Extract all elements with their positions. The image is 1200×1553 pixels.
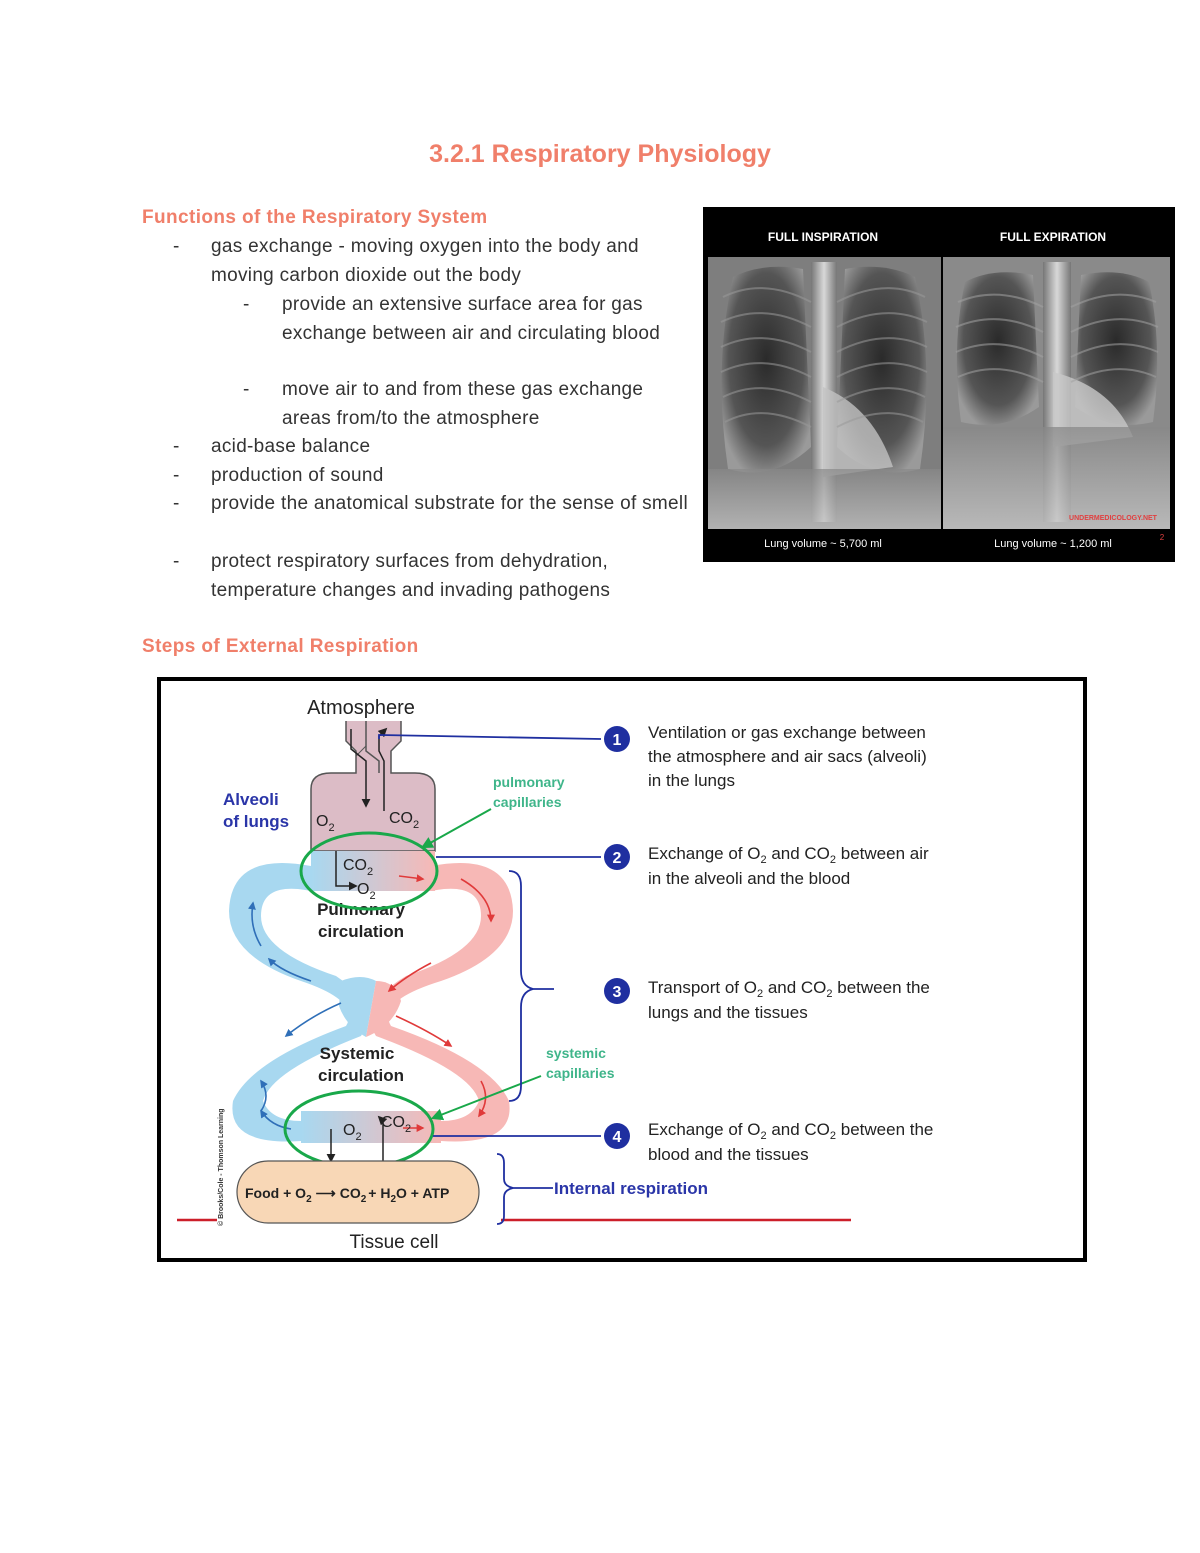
- step-1-line2: the atmosphere and air sacs (alveoli): [648, 747, 927, 766]
- food-equation: Food + O2⟶CO2+ H2O + ATP: [245, 1185, 449, 1205]
- step-number: 4: [613, 1129, 622, 1146]
- step-number-badge: [604, 844, 630, 870]
- pulmonary-capillary-bar: [311, 851, 435, 891]
- tissue-cell-label: Tissue cell: [349, 1232, 438, 1253]
- pulmonary-green-ring: [299, 831, 439, 911]
- list-item: - gas exchange - moving oxygen into the …: [173, 233, 693, 290]
- xray-watermark: UNDERMEDICOLOGY.NET: [1069, 515, 1158, 522]
- step-number: 1: [613, 732, 622, 749]
- systemic-circulation-line2: circulation: [318, 1066, 404, 1085]
- co2-label-alveolus: CO2: [389, 810, 419, 831]
- diagram-svg: Atmosphere O2 CO2 Alveoli of lungs pulmo…: [177, 697, 933, 1253]
- step-3: 3 Transport of O2 and CO2 between the lu…: [604, 978, 930, 1022]
- systemic-capillaries-line2: capillaries: [546, 1065, 615, 1081]
- step-4-line1: Exchange of O2 and CO2 between the: [648, 1120, 933, 1142]
- list-item: - provide the anatomical substrate for t…: [173, 490, 693, 519]
- bullet-dash: -: [243, 379, 250, 400]
- pulmonary-circulation-line2: circulation: [318, 922, 404, 941]
- systemic-capillaries-line1: systemic: [546, 1045, 606, 1061]
- pulmonary-pointer-arrow: [420, 808, 492, 849]
- step-number: 3: [613, 984, 622, 1001]
- co2-label-pulmonary: CO2: [343, 857, 373, 878]
- bullet-dash: -: [173, 493, 180, 514]
- tissue-cell-shape: [236, 1160, 480, 1224]
- list-item: - production of sound: [173, 462, 693, 491]
- step-2-line1: Exchange of O2 and CO2 between air: [648, 844, 929, 866]
- alveoli-label-line2: of lungs: [223, 812, 289, 831]
- list-item: - protect respiratory surfaces from dehy…: [173, 548, 693, 605]
- systemic-pointer-arrow: [430, 1075, 542, 1121]
- step-1-line3: in the lungs: [648, 771, 735, 790]
- red-vessel-loop: [370, 863, 513, 1142]
- list-item-text: protect respiratory surfaces from dehydr…: [211, 551, 611, 601]
- alveoli-label-line1: Alveoli: [223, 790, 279, 809]
- list-item: - acid-base balance: [173, 433, 693, 462]
- pulmonary-capillaries-line2: capillaries: [493, 794, 562, 810]
- list-item-text: provide an extensive surface area for ga…: [282, 294, 661, 344]
- o2-label-alveolus: O2: [316, 813, 335, 834]
- step-number-badge: [604, 726, 630, 752]
- xray-svg: FULL INSPIRATION FULL EXPIRATION: [703, 207, 1175, 562]
- step-number: 2: [613, 850, 622, 867]
- list-item: - move air to and from these gas exchang…: [243, 376, 693, 433]
- o2-label-pulmonary: O2: [357, 881, 376, 902]
- step-2-line2: in the alveoli and the blood: [648, 869, 850, 888]
- atmosphere-label: Atmosphere: [307, 697, 415, 719]
- list-item-text: acid-base balance: [211, 436, 371, 457]
- step-1: 1 Ventilation or gas exchange between th…: [604, 723, 927, 790]
- xray-corner-mark: 2: [1160, 533, 1165, 542]
- list-item-text: gas exchange - moving oxygen into the bo…: [211, 236, 639, 286]
- functions-heading: Functions of the Respiratory System: [142, 207, 488, 228]
- systemic-capillary-bar: [301, 1111, 441, 1143]
- xray-label-inspiration: FULL INSPIRATION: [768, 230, 878, 244]
- xray-volume-expiration: Lung volume ~ 1,200 ml: [994, 538, 1112, 550]
- step-2: 2 Exchange of O2 and CO2 between air in …: [604, 844, 929, 888]
- xray-volume-inspiration: Lung volume ~ 5,700 ml: [764, 538, 882, 550]
- credit-text: © Brooks/Cole - Thomson Learning: [217, 1108, 225, 1226]
- bullet-dash: -: [173, 236, 180, 257]
- step-4: 4 Exchange of O2 and CO2 between the blo…: [604, 1120, 933, 1164]
- bullet-dash: -: [173, 465, 180, 486]
- external-respiration-diagram: Atmosphere O2 CO2 Alveoli of lungs pulmo…: [157, 677, 1087, 1262]
- xray-label-expiration: FULL EXPIRATION: [1000, 230, 1106, 244]
- pulmonary-capillaries-line1: pulmonary: [493, 774, 565, 790]
- step-1-line1: Ventilation or gas exchange between: [648, 723, 926, 742]
- systemic-circulation-line1: Systemic: [320, 1044, 395, 1063]
- list-item-text: production of sound: [211, 465, 384, 486]
- step-4-line2: blood and the tissues: [648, 1145, 809, 1164]
- bullet-dash: -: [173, 436, 180, 457]
- bullet-dash: -: [243, 294, 250, 315]
- internal-respiration-label: Internal respiration: [554, 1179, 708, 1198]
- step-number-badge: [604, 978, 630, 1004]
- chest-xray-image: FULL INSPIRATION FULL EXPIRATION: [703, 207, 1175, 562]
- internal-respiration-bracket: [496, 1153, 514, 1225]
- list-item: - provide an extensive surface area for …: [243, 291, 693, 348]
- blue-vessel-loop: [229, 863, 368, 1142]
- list-item-text: move air to and from these gas exchange …: [282, 379, 644, 429]
- step-number-badge: [604, 1123, 630, 1149]
- bullet-dash: -: [173, 551, 180, 572]
- o2-label-systemic: O2: [343, 1122, 362, 1143]
- step-3-line1: Transport of O2 and CO2 between the: [648, 978, 930, 1000]
- page-title: 3.2.1 Respiratory Physiology: [429, 140, 771, 168]
- step-3-line2: lungs and the tissues: [648, 1003, 808, 1022]
- steps-heading: Steps of External Respiration: [142, 636, 419, 657]
- list-item-text: provide the anatomical substrate for the…: [211, 493, 688, 514]
